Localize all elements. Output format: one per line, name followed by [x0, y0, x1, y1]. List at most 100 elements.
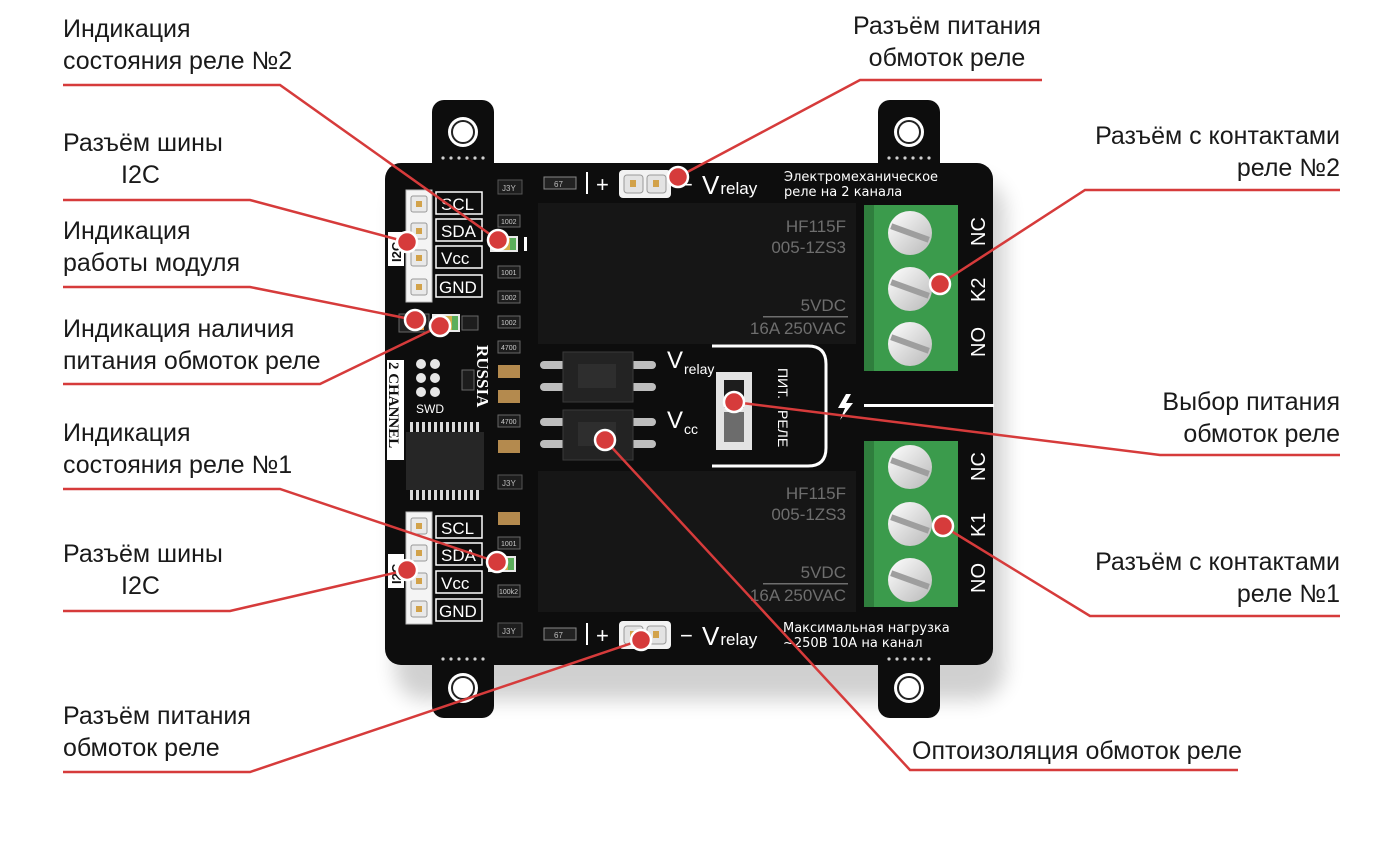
max-load-line2: ~250В 10А на канал [783, 636, 923, 651]
callout-line: Разъём питания [853, 12, 1041, 40]
leader-coil-power-bottom [63, 638, 642, 774]
callout-coil-power-indicator: Индикация наличия питания обмоток реле [63, 313, 320, 377]
relay-model-bottom: HF115F [786, 484, 846, 503]
terminal-block-relay1: NC K1 NO [864, 441, 990, 607]
relay-rating-top: 16A 250VAC [750, 319, 846, 338]
callout-line: обмоток реле [868, 44, 1026, 72]
terminal-label-nc-k2: NC [968, 217, 990, 246]
callout-line: работы модуля [63, 249, 241, 277]
coil-power-connector-top: 67 + − Vrelay [543, 170, 758, 200]
smd-components: J3Y 1002 1001 1002 1002 4700 4700 J3Y 10… [461, 179, 523, 638]
callout-relay1-contacts: Разъём с контактами реле №1 [1090, 546, 1340, 610]
callout-line: Разъём шины [63, 540, 223, 568]
terminal-label-k2: K2 [968, 278, 990, 302]
callout-module-status: Индикация работы модуля [63, 215, 240, 279]
pin-label-scl-bottom: SCL [441, 519, 474, 538]
callout-line: реле №1 [1236, 580, 1340, 608]
relay-voltage-bottom: 5VDC [801, 563, 846, 582]
resistor-label: 1001 [501, 270, 517, 277]
callout-line: Выбор питания [1162, 388, 1340, 416]
callout-line: питания обмоток реле [63, 347, 321, 375]
callout-line: обмоток реле [1183, 420, 1340, 448]
callout-line: состояния реле №2 [63, 47, 293, 75]
resistor-label: 1002 [501, 320, 517, 327]
pin-label-vcc-bottom: Vcc [441, 574, 470, 593]
leader-module-status [63, 285, 416, 322]
pin-label-sda-top: SDA [441, 222, 477, 241]
vrelay-label-top: Vrelay [702, 170, 758, 200]
callout-line: реле №2 [1236, 154, 1340, 182]
callout-line: Индикация [63, 419, 191, 447]
relay-model-top: HF115F [786, 217, 846, 236]
callout-line: Разъём с контактами [1095, 548, 1340, 576]
callout-power-select: Выбор питания обмоток реле [1130, 386, 1340, 450]
terminal-label-k1: K1 [968, 513, 990, 537]
callout-relay2-status: Индикация состояния реле №2 [63, 13, 292, 77]
resistor-label: 4700 [501, 419, 517, 426]
brand-text: RUSSIA [473, 345, 492, 408]
power-minus-bottom: − [680, 623, 693, 648]
callout-dots [395, 165, 955, 652]
leader-coil-power-top [677, 78, 1042, 179]
channel-text: 2 CHANNEL [385, 362, 401, 448]
diode-label-top: 67 [554, 180, 563, 189]
pin-label-scl-top: SCL [441, 195, 474, 214]
callout-relay2-contacts: Разъём с контактами реле №2 [1090, 120, 1340, 184]
callout-i2c-top: Разъём шины I2C [63, 127, 223, 191]
callout-line: состояния реле №1 [63, 451, 293, 479]
callout-line: обмоток реле [63, 734, 220, 762]
resistor-label: 1002 [501, 219, 517, 226]
relay-voltage-top: 5VDC [801, 296, 846, 315]
resistor-label: 1001 [501, 541, 517, 548]
switch-label-pit: ПИТ. [775, 368, 791, 399]
leader-i2c-bottom [63, 568, 408, 613]
resistor-label: 100k2 [499, 589, 518, 596]
callout-line: Разъём с контактами [1095, 122, 1340, 150]
callout-line: Разъём шины [63, 129, 223, 157]
i2c-connector-top: SCL SDA Vcc GND I2C [388, 189, 483, 303]
terminal-label-no-k1: NO [968, 563, 990, 593]
diode-label-bottom: 67 [554, 631, 563, 640]
regulator-label-top: J3Y [502, 184, 516, 193]
relay-bottom: HF115F 005-1ZS3 5VDC 16A 250VAC [538, 471, 856, 612]
callout-line: Индикация [63, 217, 191, 245]
pin-label-sda-bottom: SDA [441, 546, 477, 565]
resistor-label: 4700 [501, 345, 517, 352]
callout-relay1-status: Индикация состояния реле №1 [63, 417, 292, 481]
callout-optoisolation: Оптоизоляция обмоток реле [912, 735, 1242, 767]
leader-coil-power-indicator [63, 324, 441, 386]
board-title-line2: реле на 2 канала [784, 185, 902, 200]
relay-rating-bottom: 16A 250VAC [750, 586, 846, 605]
board-title-line1: Электромеханическое [784, 170, 938, 185]
power-plus-top: + [596, 172, 609, 197]
leader-relay1-contacts [942, 524, 1340, 618]
callout-line: Разъём питания [63, 702, 251, 730]
terminal-label-no-k2: NO [968, 327, 990, 357]
callout-i2c-bottom: Разъём шины I2C [63, 538, 223, 602]
leader-relay2-status [63, 83, 499, 242]
resistor-label: 1002 [501, 295, 517, 302]
leader-i2c-top [63, 198, 408, 244]
callout-line: Индикация [63, 15, 191, 43]
microcontroller-chip [406, 422, 484, 500]
callout-line: Индикация наличия [63, 315, 295, 343]
coil-power-connector-bottom: 67 + − Vrelay [543, 621, 758, 651]
callout-coil-power-top: Разъём питания обмоток реле [842, 10, 1052, 74]
leader-relay2-contacts [939, 188, 1340, 286]
leader-optoisolation [604, 439, 1238, 772]
callout-lines [63, 78, 1340, 774]
pin-label-vcc-top: Vcc [441, 249, 470, 268]
callout-line: I2C [121, 572, 160, 600]
leader-power-select [733, 400, 1340, 457]
relay-part-top: 005-1ZS3 [771, 238, 846, 257]
vrelay-label-bottom: Vrelay [702, 621, 758, 651]
callout-line: I2C [121, 161, 160, 189]
callout-coil-power-bottom: Разъём питания обмоток реле [63, 700, 251, 764]
regulator-label-mid: J3Y [502, 479, 516, 488]
pin-label-gnd-bottom: GND [439, 602, 477, 621]
leader-relay1-status [63, 487, 498, 564]
relay-top: HF115F 005-1ZS3 5VDC 16A 250VAC [538, 203, 856, 344]
terminal-label-nc-k1: NC [968, 452, 990, 481]
swd-pads: SWD [416, 359, 444, 416]
